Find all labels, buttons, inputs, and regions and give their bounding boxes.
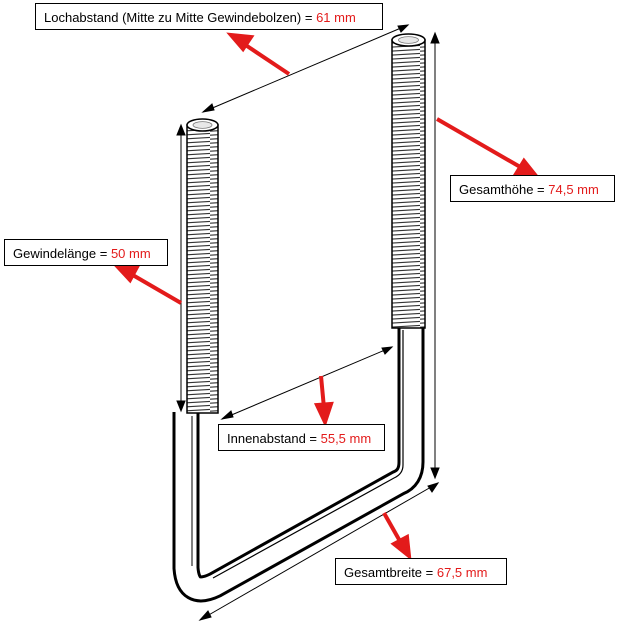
value-gewindelaenge: 50 mm — [110, 246, 151, 261]
label-gewindelaenge: Gewindelänge = — [13, 246, 111, 261]
dim-lochabstand — [202, 24, 409, 113]
label-lochabstand: Lochabstand (Mitte zu Mitte Gewindebolze… — [44, 10, 317, 25]
pointer-gesamthoehe — [436, 117, 523, 170]
value-innenabstand: 55,5 mm — [320, 431, 372, 446]
label-gesamtbreite: Gesamtbreite = — [344, 565, 437, 580]
back-threaded-rod — [391, 33, 426, 329]
callout-gesamtbreite: Gesamtbreite = 67,5 mm — [335, 558, 507, 585]
value-gesamthoehe: 74,5 mm — [548, 182, 599, 197]
pointer-lochabstand — [242, 42, 291, 76]
callout-innenabstand: Innenabstand = 55,5 mm — [218, 424, 385, 451]
value-lochabstand: 61 mm — [316, 10, 356, 25]
dim-innenabstand — [221, 346, 393, 420]
callout-gewindelaenge: Gewindelänge = 50 mm — [4, 239, 168, 266]
callout-lochabstand: Lochabstand (Mitte zu Mitte Gewindebolze… — [35, 3, 383, 30]
pointer-gewindelaenge — [129, 272, 183, 305]
label-innenabstand: Innenabstand = — [227, 431, 321, 446]
pointer-gesamtbreite — [382, 512, 403, 544]
u-bend — [172, 327, 425, 603]
callout-gesamthoehe: Gesamthöhe = 74,5 mm — [450, 175, 615, 202]
dimension-lines — [176, 24, 440, 621]
value-gesamtbreite: 67,5 mm — [436, 565, 488, 580]
red-pointers — [112, 32, 541, 561]
dim-gesamtbreite — [199, 482, 439, 621]
front-threaded-rod — [186, 118, 219, 414]
label-gesamthoehe: Gesamthöhe = — [459, 182, 549, 197]
